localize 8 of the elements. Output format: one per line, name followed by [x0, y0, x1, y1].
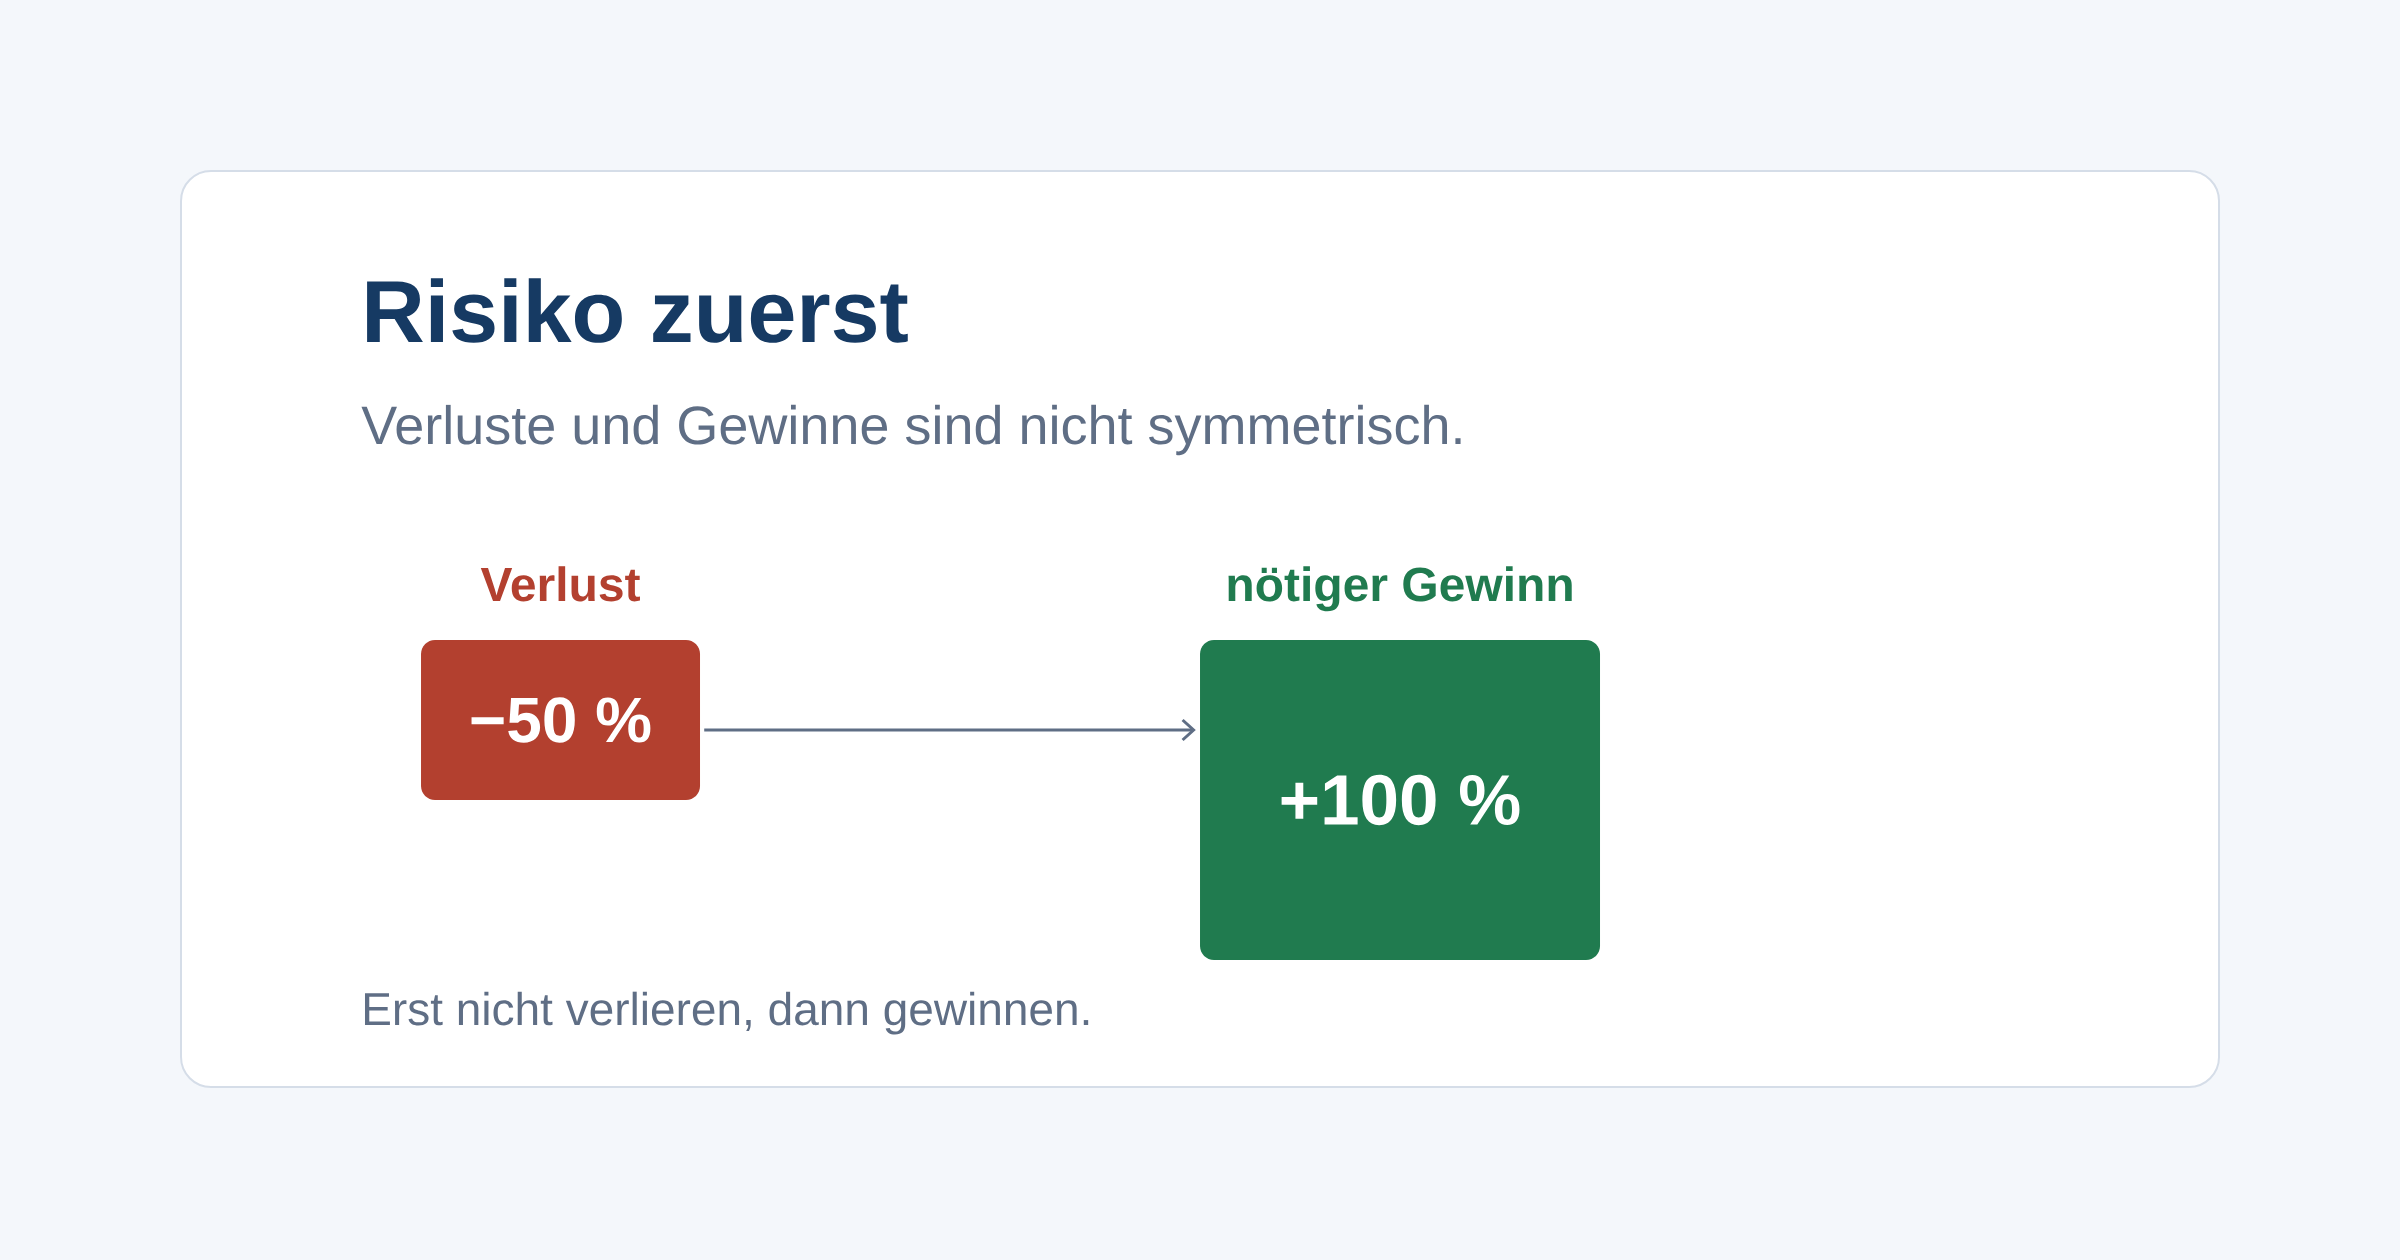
title: Risiko zuerst: [367, 278, 908, 343]
value-box: +100 %: [1200, 640, 1600, 960]
arrow: [704, 718, 1196, 742]
subtitle: Verluste und Gewinne sind nicht symmetrisch.: [361, 404, 1461, 456]
footnote-text: Erst nicht verlieren, dann gewinnen.: [365, 991, 1089, 1035]
box-heading: Verlust: [480, 566, 640, 602]
value-box: −50 %: [421, 640, 700, 800]
box-heading: nötiger Gewinn: [1228, 566, 1572, 612]
